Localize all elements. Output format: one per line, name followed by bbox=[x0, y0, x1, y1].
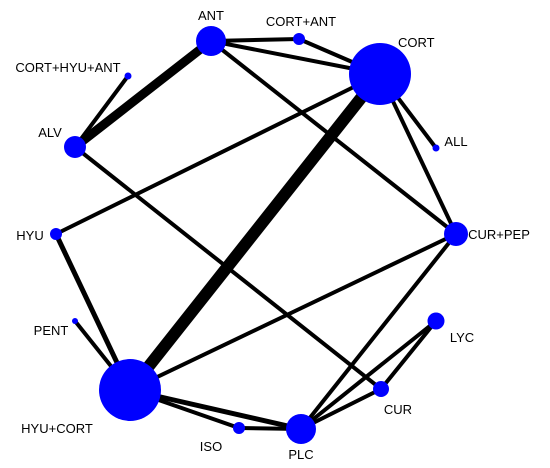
node-label-cur: CUR bbox=[384, 402, 412, 417]
edge-alv-to-cur bbox=[73, 145, 383, 391]
node-ant bbox=[196, 26, 226, 56]
node-label-ant: ANT bbox=[198, 8, 224, 23]
nodes-layer bbox=[50, 26, 468, 444]
node-hyu bbox=[50, 228, 62, 240]
node-label-lyc: LYC bbox=[450, 330, 474, 345]
node-label-cort: CORT bbox=[398, 35, 435, 50]
node-label-cur-plus-pep: CUR+PEP bbox=[468, 227, 530, 242]
labels-layer: ANT CORT+ANT CORT CORT+HYU+ANT ALV ALL HYU CUR+… bbox=[15, 8, 530, 462]
node-cort bbox=[349, 43, 411, 105]
node-hyu-plus-cort bbox=[99, 359, 161, 421]
node-label-pent: PENT bbox=[34, 323, 69, 338]
node-label-alv: ALV bbox=[38, 125, 62, 140]
node-pent bbox=[72, 318, 78, 324]
edge-plc-to-cur-plus-pep bbox=[299, 232, 458, 431]
node-label-iso: ISO bbox=[200, 439, 222, 454]
node-cort-plus-ant bbox=[293, 33, 305, 45]
node-iso bbox=[233, 422, 245, 434]
node-label-hyu-plus-cort: HYU+CORT bbox=[21, 421, 93, 436]
node-alv bbox=[64, 136, 86, 158]
node-cort-plus-hyu-plus-ant bbox=[124, 72, 132, 80]
node-label-hyu: HYU bbox=[16, 228, 43, 243]
node-plc bbox=[286, 414, 316, 444]
node-label-cort-plus-ant: CORT+ANT bbox=[266, 14, 336, 29]
node-lyc bbox=[427, 312, 445, 330]
node-cur-plus-pep bbox=[444, 222, 468, 246]
node-label-all: ALL bbox=[444, 134, 467, 149]
node-label-cort-plus-hyu-plus-ant: CORT+HYU+ANT bbox=[15, 60, 120, 75]
edge-cort-to-hyu bbox=[55, 72, 381, 236]
edge-cort-plus-hyu-plus-ant-to-alv bbox=[73, 74, 130, 149]
edge-ant-to-alv bbox=[72, 37, 214, 151]
node-cur bbox=[373, 381, 389, 397]
edges-layer bbox=[53, 37, 458, 432]
edge-plc-to-lyc bbox=[299, 319, 438, 431]
edge-cur-to-lyc bbox=[379, 319, 438, 391]
edge-cort-to-hyu-plus-cort bbox=[125, 70, 385, 394]
node-label-plc: PLC bbox=[288, 447, 313, 462]
edge-hyu-plus-cort-to-cur-plus-pep bbox=[129, 232, 457, 392]
node-all bbox=[432, 144, 440, 152]
